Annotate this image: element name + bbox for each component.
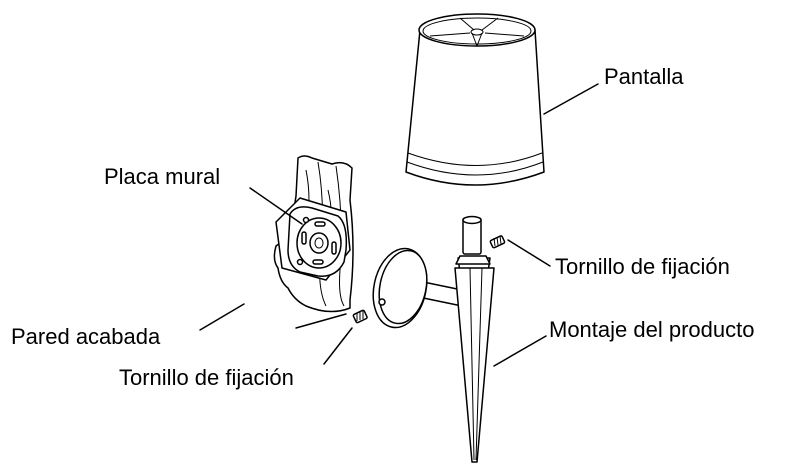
label-product-assembly: Montaje del producto <box>549 317 755 342</box>
label-wall-plate: Placa mural <box>104 164 221 189</box>
lamp-shade <box>405 13 545 186</box>
label-set-screw-left: Tornillo de fijación <box>119 365 294 390</box>
wall-plate <box>275 197 351 281</box>
label-finished-wall: Pared acabada <box>11 324 161 349</box>
leader-lines <box>199 83 599 367</box>
label-set-screw-right: Tornillo de fijación <box>555 254 730 279</box>
product-body <box>454 215 495 463</box>
set-screw-left <box>352 309 368 324</box>
label-shade: Pantalla <box>604 64 684 89</box>
set-screw-right <box>489 235 506 249</box>
canopy-and-arm <box>372 247 463 329</box>
